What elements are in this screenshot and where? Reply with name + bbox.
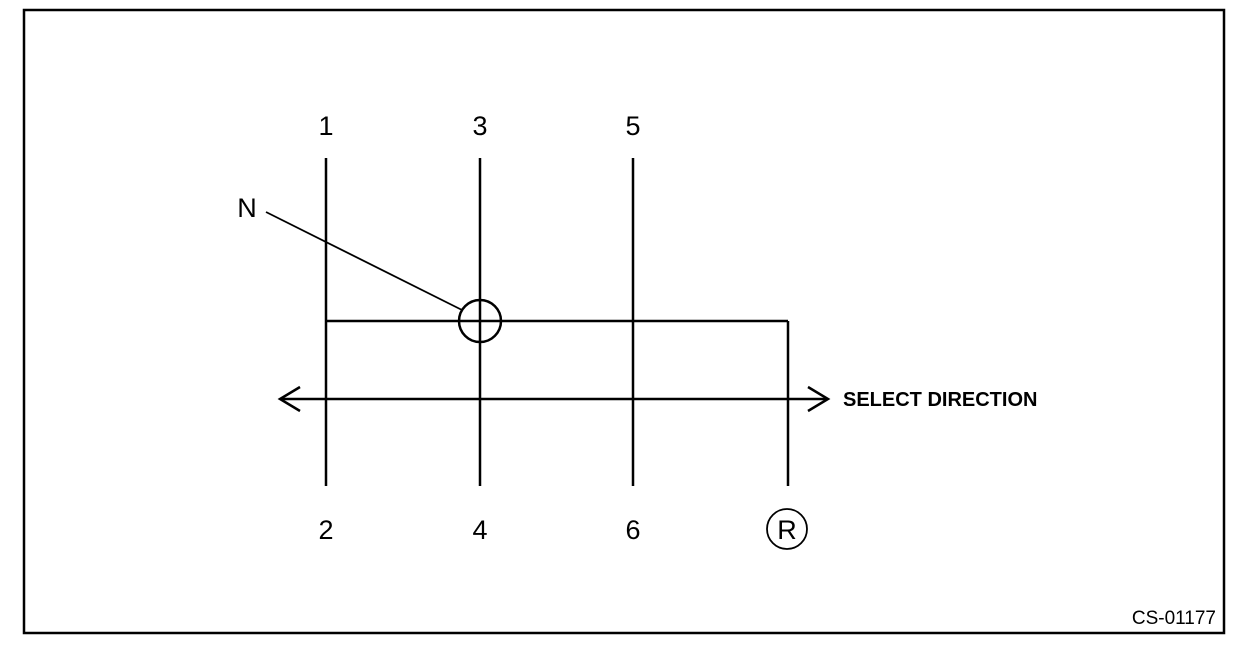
select-direction-label: SELECT DIRECTION [843, 389, 1037, 411]
neutral-marker [457, 298, 503, 344]
gear-label-3: 3 [472, 111, 487, 141]
gear-label-6: 6 [625, 515, 640, 545]
diagram-frame [22, 8, 1226, 635]
neutral-label: N [237, 193, 257, 223]
reverse-circle [766, 508, 808, 550]
gear-label-1: 1 [318, 111, 333, 141]
gear-label-4: 4 [472, 515, 487, 545]
neutral-leader-line [265, 211, 463, 311]
gear-label-5: 5 [625, 111, 640, 141]
gear-label-2: 2 [318, 515, 333, 545]
select-direction-arrowhead-right [807, 385, 831, 413]
figure-code: CS-01177 [1132, 608, 1216, 629]
gear-label-reverse: R [777, 515, 797, 545]
select-direction-arrowhead-left [277, 385, 301, 413]
